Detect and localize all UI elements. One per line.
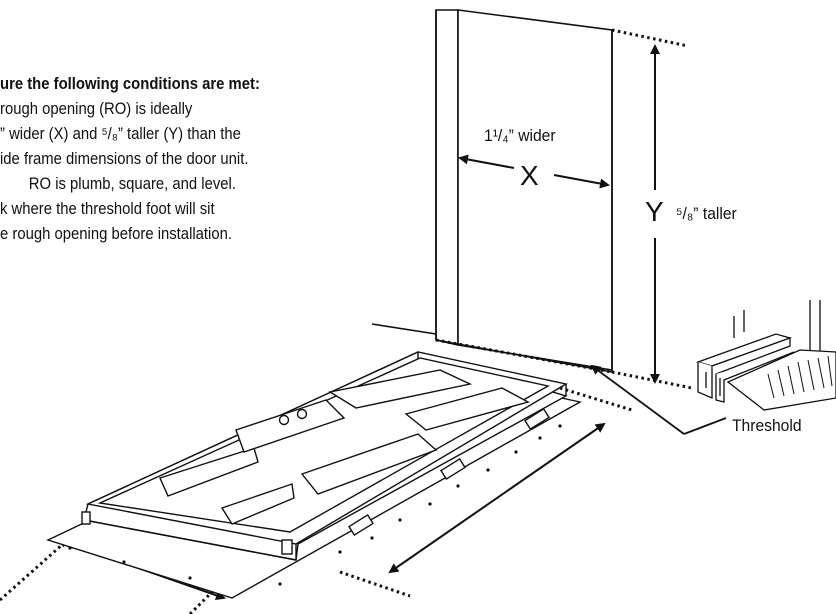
width-dimension-label: 1¹/₄” wider: [484, 126, 556, 145]
threshold-pointer: [590, 364, 727, 435]
x-symbol: X: [520, 160, 539, 191]
rough-opening-frame: [435, 9, 613, 372]
threshold-detail: [695, 300, 836, 411]
door-unit: [46, 351, 582, 599]
y-symbol: Y: [645, 196, 664, 227]
extension-lines: [0, 28, 693, 614]
x-width-arrow: [458, 154, 610, 189]
instruction-line: RO is plumb, square, and level.: [28, 175, 236, 193]
door-length-arrow: [388, 422, 606, 574]
instruction-line: ” wider (X) and ⁵/₈” taller (Y) than the: [0, 125, 241, 143]
instructions-heading: ure the following conditions are met:: [0, 75, 260, 93]
instruction-line: e rough opening before installation.: [0, 225, 233, 243]
threshold-label: Threshold: [732, 416, 802, 435]
instruction-line: rough opening (RO) is ideally: [0, 100, 193, 118]
floor-lines: [371, 323, 613, 373]
instructions-block: ure the following conditions are met: ro…: [0, 72, 369, 247]
instruction-line: k where the threshold foot will sit: [0, 200, 215, 218]
height-dimension-label: ⁵/₈” taller: [676, 204, 737, 223]
instruction-line: ide frame dimensions of the door unit.: [0, 150, 249, 168]
screw-holes: [68, 424, 562, 586]
